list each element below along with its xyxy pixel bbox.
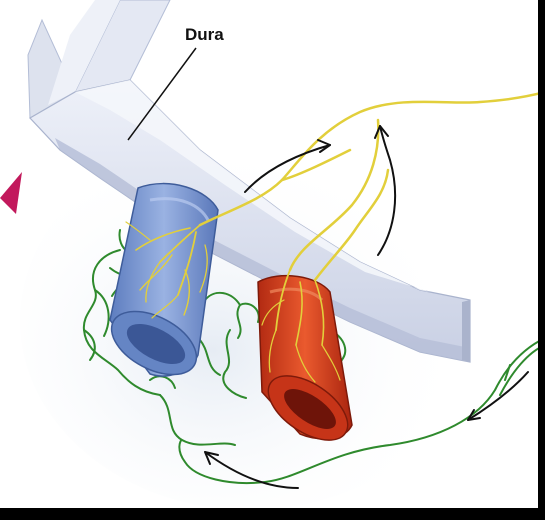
frame-border-right bbox=[538, 0, 545, 520]
dura-label: Dura bbox=[185, 25, 224, 44]
flow-arrow-lower-right bbox=[468, 372, 528, 420]
pointer-arrow-icon bbox=[0, 172, 22, 214]
frame-border-bottom bbox=[0, 508, 545, 520]
